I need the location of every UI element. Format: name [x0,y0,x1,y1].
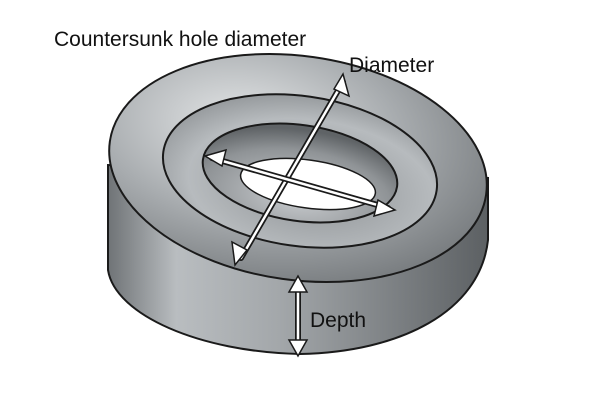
diameter-label: Diameter [349,54,434,77]
diagram-title: Countersunk hole diameter [54,28,306,51]
countersunk-diameter-arrow [203,148,397,218]
diameter-arrow [231,72,351,267]
depth-arrow [287,274,309,358]
depth-label: Depth [310,309,366,332]
